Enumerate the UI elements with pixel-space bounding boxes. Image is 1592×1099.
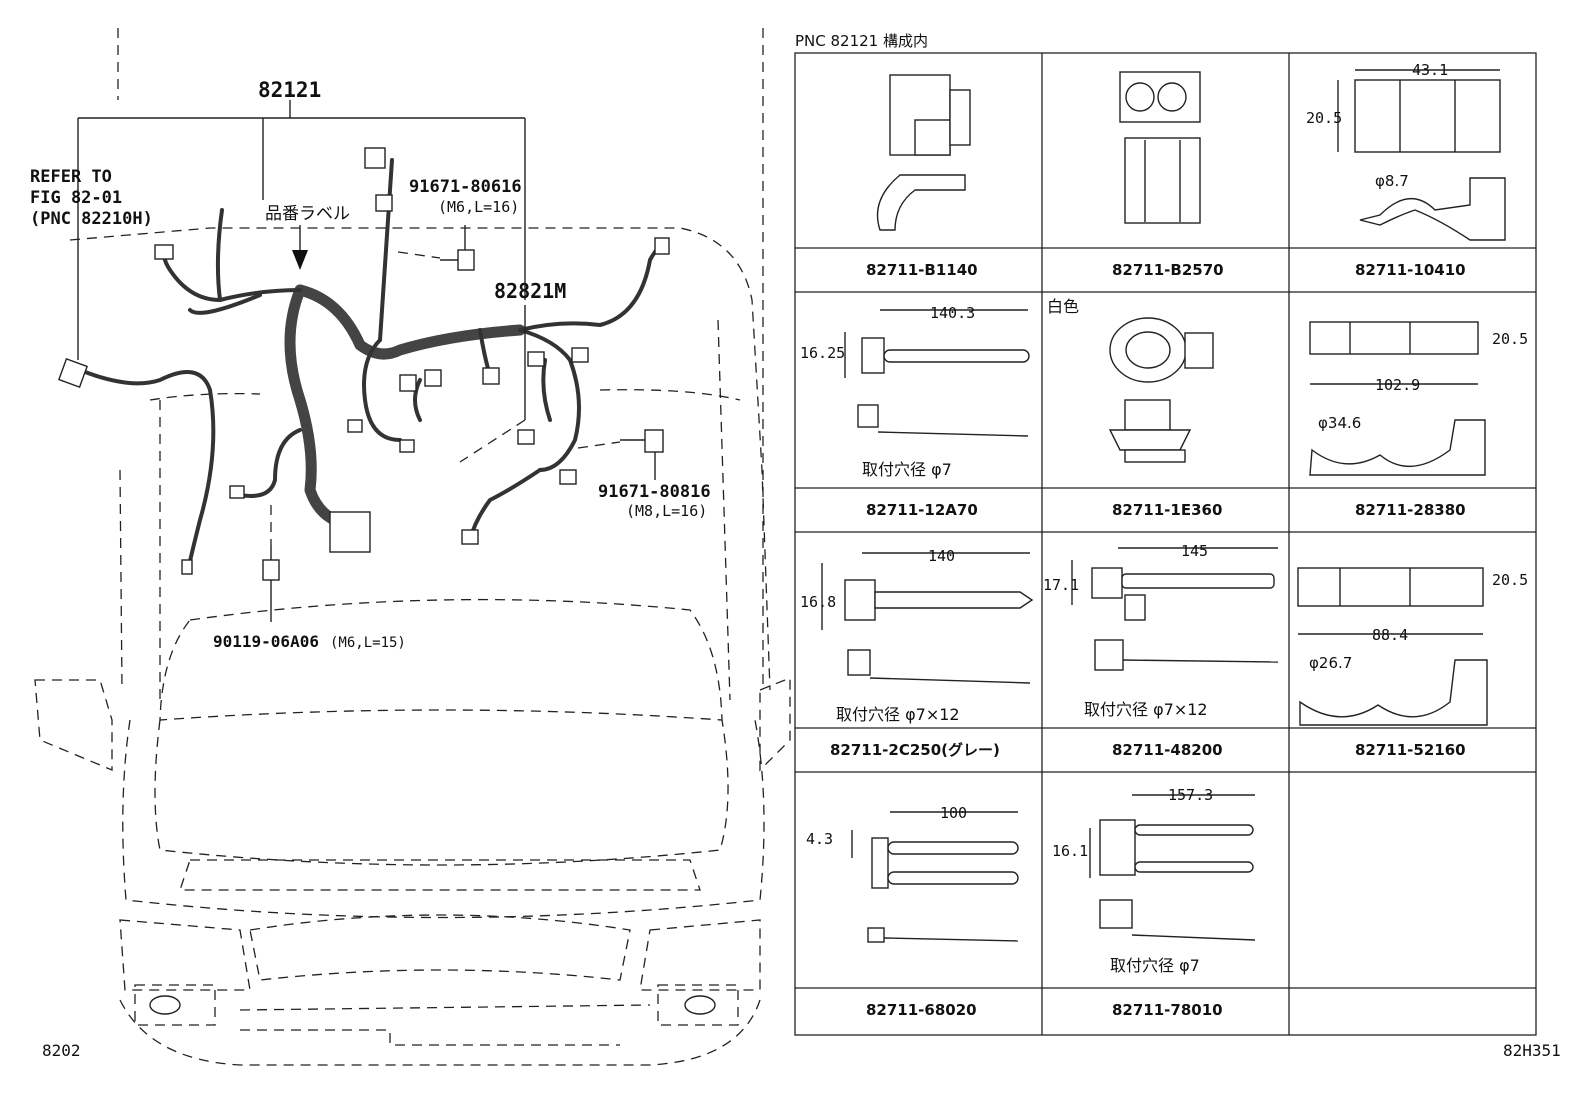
dim-78010-height: 16.1 <box>1052 842 1088 860</box>
pnc-header: PNC 82121 構成内 <box>795 32 928 50</box>
dim-68020-length: 100 <box>940 804 967 822</box>
hole-78010: 取付穴径 φ7 <box>1110 956 1200 975</box>
part-no-10410: 82711-10410 <box>1355 261 1466 279</box>
bolt-b-spec: (M8,L=16) <box>626 502 707 520</box>
part-no-1e360: 82711-1E360 <box>1112 501 1222 519</box>
dim-2c250-height: 16.8 <box>800 593 836 611</box>
dim-48200-length: 145 <box>1181 542 1208 560</box>
hole-12a70: 取付穴径 φ7 <box>862 460 952 479</box>
dim-28380-height: 20.5 <box>1492 330 1528 348</box>
figure-number-left: 8202 <box>42 1041 81 1060</box>
dim-2c250-length: 140 <box>928 547 955 565</box>
part-label-text: 品番ラベル <box>265 204 350 224</box>
part-no-52160: 82711-52160 <box>1355 741 1466 759</box>
dim-10410-height: 20.5 <box>1306 109 1342 127</box>
clip-drawing-48200 <box>1071 547 1279 671</box>
refer-line-3: (PNC 82210H) <box>30 209 153 229</box>
bolt-b-number: 91671-80816 <box>598 482 711 502</box>
label-arrow <box>292 225 308 270</box>
clip-drawing-68020 <box>851 811 1019 943</box>
part-no-78010: 82711-78010 <box>1112 1001 1223 1019</box>
clip-drawing-2c250 <box>821 552 1034 684</box>
part-no-48200: 82711-48200 <box>1112 741 1223 759</box>
dim-52160-height: 20.5 <box>1492 571 1528 589</box>
part-no-b1140: 82711-B1140 <box>866 261 978 279</box>
vehicle-outline <box>34 28 791 1066</box>
bolt-c-spec: (M6,L=15) <box>330 635 406 651</box>
part-no-b2570: 82711-B2570 <box>1112 261 1224 279</box>
dim-68020-height: 4.3 <box>806 830 833 848</box>
part-no-68020: 82711-68020 <box>866 1001 977 1019</box>
dim-12a70-height: 16.25 <box>800 344 845 362</box>
figure-number-right: 82H351 <box>1503 1041 1561 1060</box>
main-part-bracket <box>77 100 526 360</box>
dim-52160-dia: φ26.7 <box>1309 654 1352 672</box>
dim-10410-width: 43.1 <box>1412 61 1448 79</box>
clip-drawing-10410 <box>1337 69 1506 241</box>
dim-78010-length: 157.3 <box>1168 786 1213 804</box>
clip-drawing-b1140 <box>876 74 971 231</box>
dim-48200-height: 17.1 <box>1043 576 1079 594</box>
wire-harness <box>58 147 670 575</box>
bolt-a-number: 91671-80616 <box>409 177 522 197</box>
part-no-2c250: 82711-2C250(グレー) <box>830 741 1000 759</box>
main-part-number: 82121 <box>258 78 321 102</box>
part-no-28380: 82711-28380 <box>1355 501 1466 519</box>
dim-52160-length: 88.4 <box>1372 626 1408 644</box>
dim-28380-dia: φ34.6 <box>1318 414 1361 432</box>
hole-48200: 取付穴径 φ7×12 <box>1084 700 1208 719</box>
color-note-1e360: 白色 <box>1047 297 1079 316</box>
clip-drawing-52160 <box>1297 567 1488 726</box>
clip-drawing-b2570 <box>1119 71 1201 224</box>
clip-drawing-1e360 <box>1108 317 1214 463</box>
refer-line-1: REFER TO <box>30 167 112 187</box>
clip-drawing-78010 <box>1089 794 1256 941</box>
parts-table-grid <box>794 52 1537 1036</box>
clip-drawing-28380 <box>1309 321 1486 476</box>
sub-part-number: 82821M <box>494 279 566 303</box>
refer-line-2: FIG 82-01 <box>30 188 122 208</box>
bolt-c-number: 90119-06A06 <box>213 632 319 651</box>
dim-28380-length: 102.9 <box>1375 376 1420 394</box>
bolt-a-spec: (M6,L=16) <box>438 198 519 216</box>
part-no-12a70: 82711-12A70 <box>866 501 978 519</box>
hole-2c250: 取付穴径 φ7×12 <box>836 705 960 724</box>
bolt-c <box>262 505 280 622</box>
clip-drawing-12a70 <box>844 309 1030 437</box>
bolt-a <box>397 225 475 271</box>
dim-10410-dia: φ8.7 <box>1375 172 1409 190</box>
bolt-b <box>577 429 664 480</box>
dim-12a70-length: 140.3 <box>930 304 975 322</box>
